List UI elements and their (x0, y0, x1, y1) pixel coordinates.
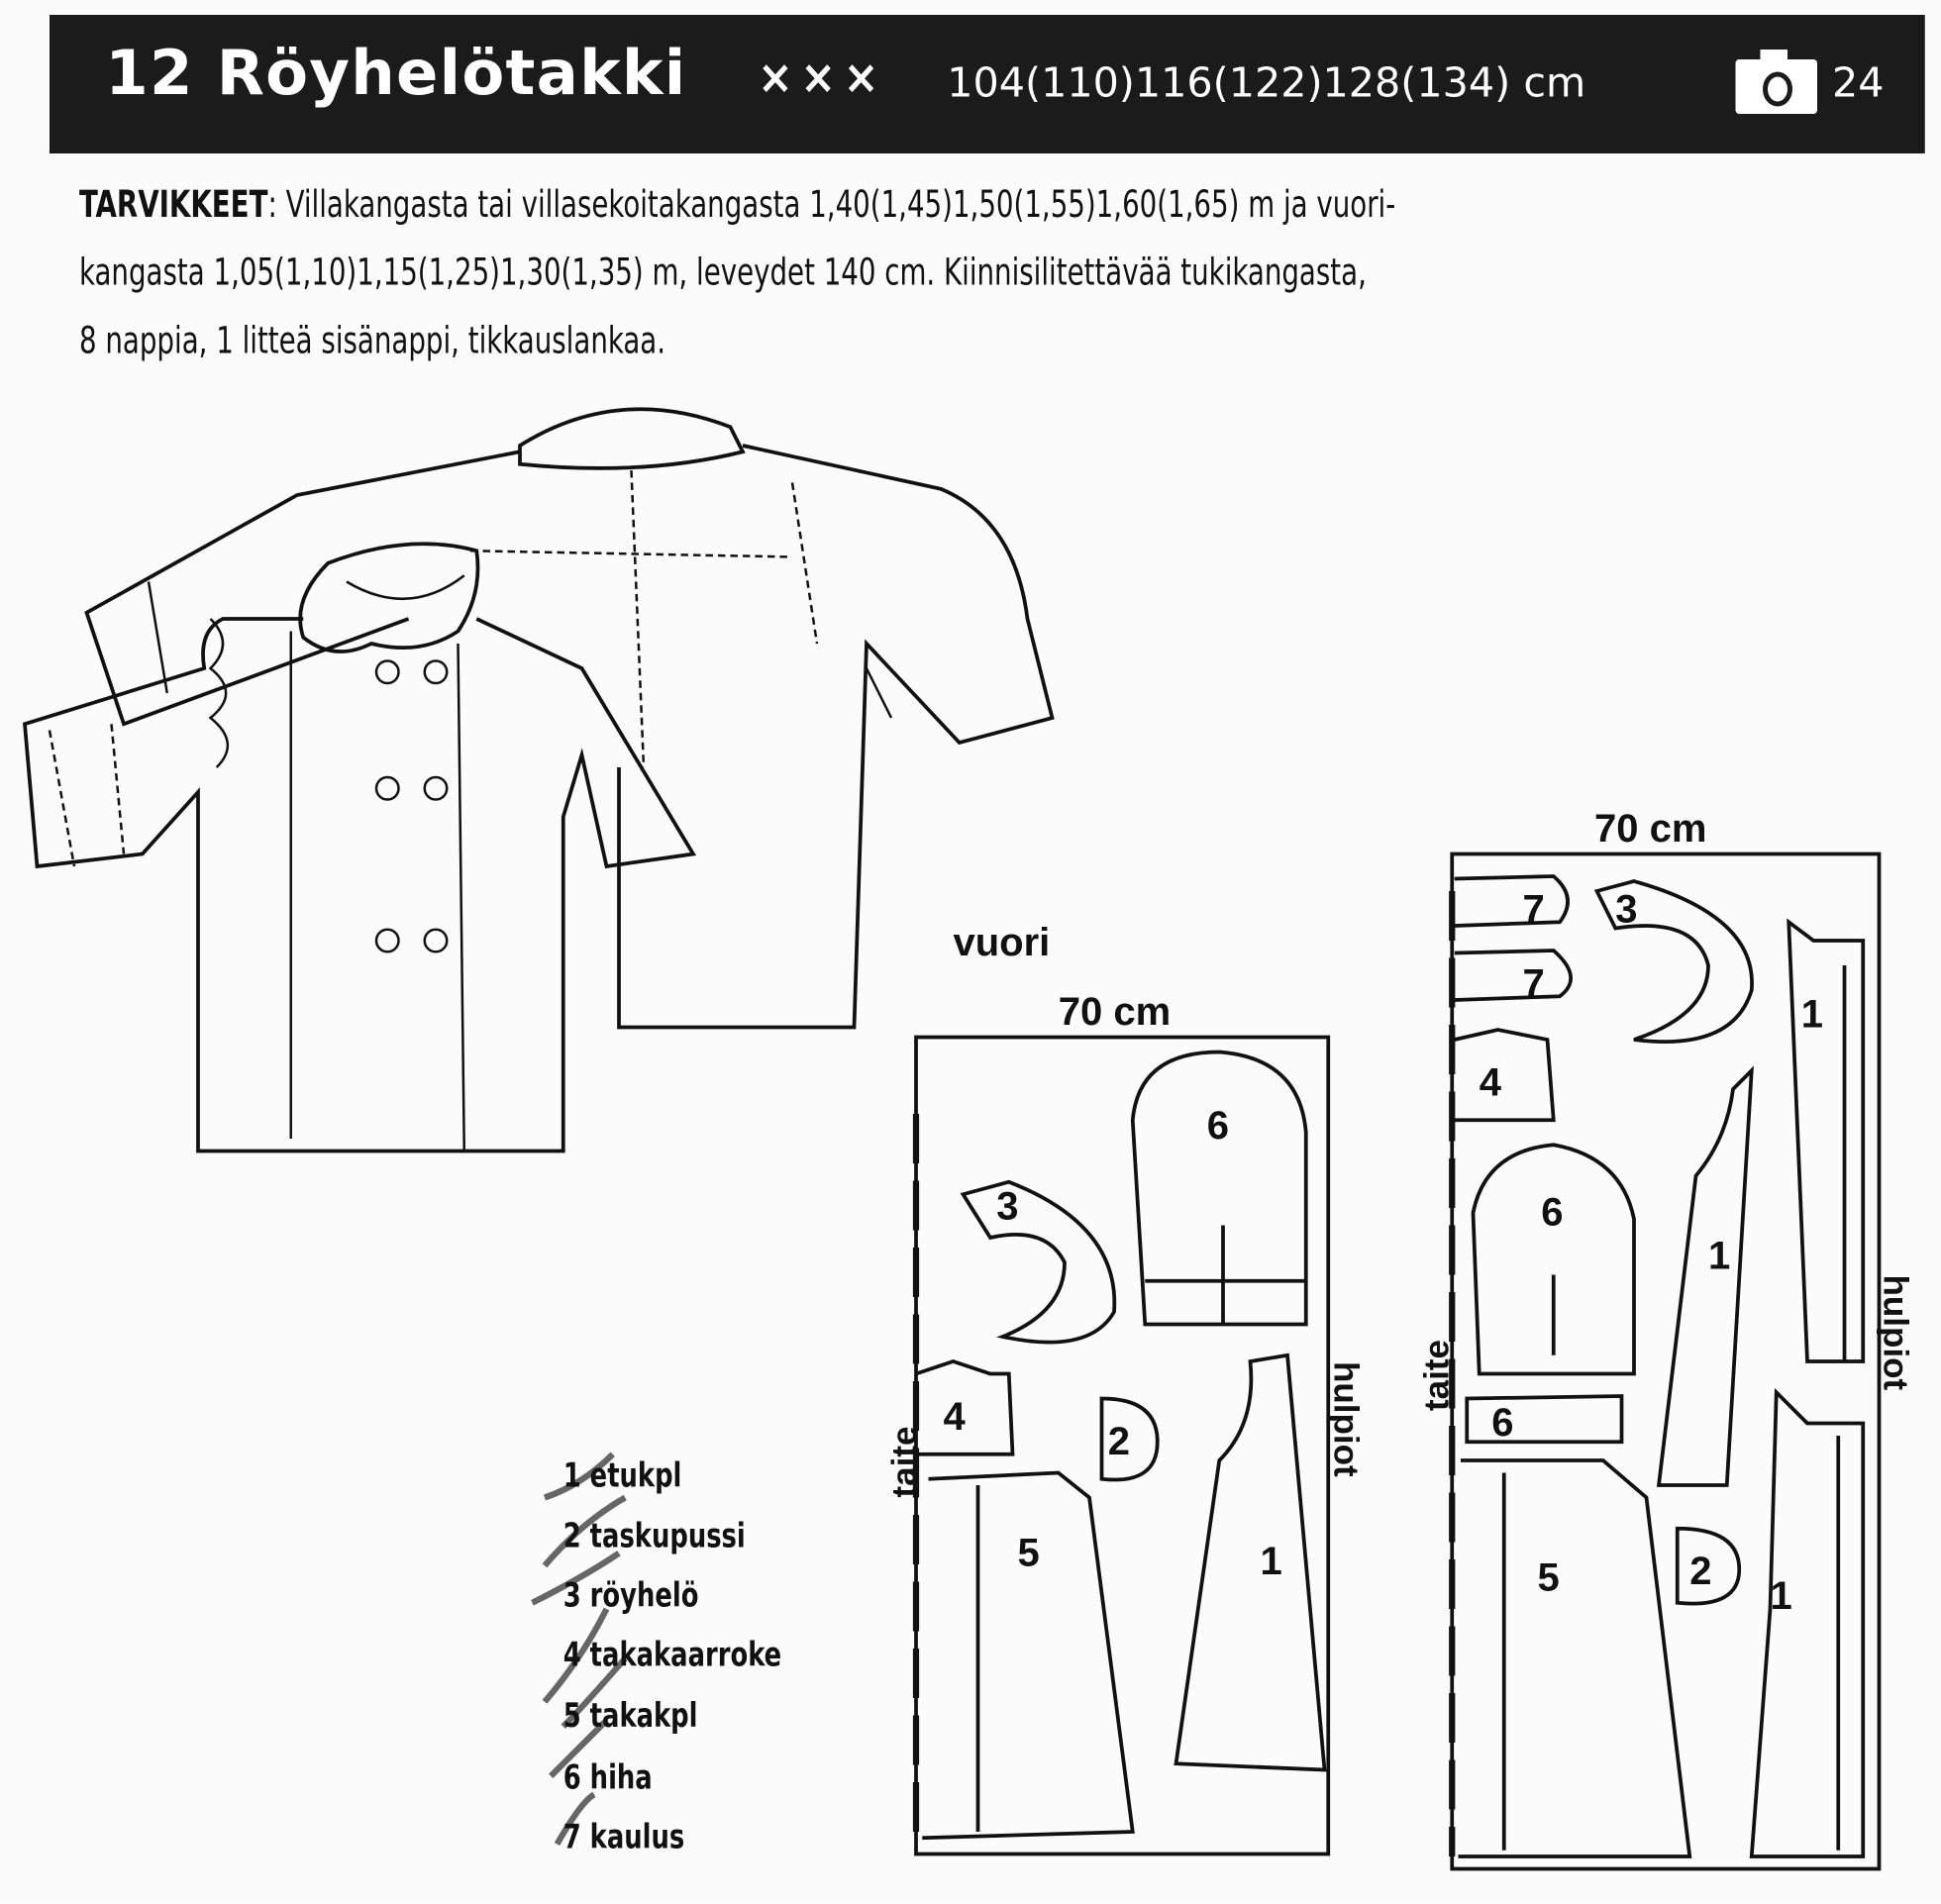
piece-label: 6 (1207, 1104, 1229, 1148)
lining-layout: vuori 70 cm taite hulpiot 6 3 4 2 5 1 (885, 921, 1366, 1856)
fabric-selvage-label: hulpiot (1877, 1275, 1915, 1391)
lining-width-label: 70 cm (1059, 990, 1171, 1034)
piece-label: 1 (1261, 1540, 1282, 1583)
legend-item: 1 etukpl (562, 1456, 682, 1495)
fabric-fold-label: taite (1418, 1340, 1457, 1411)
pencil-marks (531, 1452, 628, 1847)
legend-item: 4 takakaarroke (562, 1636, 782, 1675)
materials-line-2: kangasta 1,05(1,10)1,15(1,25)1,30(1,35) … (79, 251, 1367, 295)
photo-page-number: 24 (1832, 57, 1885, 107)
piece-label: 4 (944, 1395, 967, 1439)
piece-label: 2 (1108, 1420, 1130, 1463)
jacket-front-drawing (23, 542, 697, 1153)
fabric-layout: 70 cm taite hulpiot 7 3 7 1 4 6 1 6 5 2 … (1418, 807, 1915, 1871)
piece-label: 1 (1801, 993, 1823, 1037)
legend-item: 5 takakpl (562, 1696, 698, 1736)
difficulty-rating: ××× (758, 50, 886, 104)
piece-label: 7 (1523, 887, 1545, 931)
lining-fold-label: taite (885, 1427, 924, 1498)
piece-label: 5 (1538, 1555, 1560, 1599)
piece-label: 5 (1018, 1531, 1040, 1574)
lining-label: vuori (954, 921, 1051, 964)
materials-label: TARVIKKEET (79, 183, 268, 227)
piece-label: 3 (1615, 887, 1637, 931)
piece-label: 2 (1689, 1550, 1711, 1593)
piece-label: 6 (1491, 1401, 1513, 1445)
materials-line-1: TARVIKKEET: Villakangasta tai villasekoi… (79, 183, 1395, 227)
piece-label: 1 (1708, 1234, 1730, 1277)
size-range: 104(110)116(122)128(134) cm (947, 57, 1586, 107)
lining-selvage-label: hulpiot (1327, 1361, 1366, 1477)
legend-item: 3 röyhelö (562, 1576, 699, 1616)
legend-item: 7 kaulus (562, 1818, 685, 1856)
piece-label: 3 (996, 1184, 1018, 1228)
jacket-back-drawing (84, 407, 1055, 1030)
fabric-width-label: 70 cm (1594, 807, 1706, 851)
piece-label: 1 (1771, 1574, 1792, 1618)
pattern-title: 12 Röyhelötakki (105, 37, 687, 110)
piece-label: 7 (1523, 961, 1545, 1005)
camera-icon (1735, 50, 1817, 114)
materials-text: : Villakangasta tai villasekoitakangasta… (267, 183, 1396, 227)
piece-label: 6 (1541, 1191, 1563, 1235)
piece-label: 4 (1480, 1060, 1502, 1104)
legend-item: 6 hiha (562, 1758, 653, 1797)
header-band (50, 15, 1925, 153)
materials-line-3: 8 nappia, 1 litteä sisänappi, tikkauslan… (79, 319, 666, 363)
legend-item: 2 taskupussi (562, 1517, 746, 1556)
